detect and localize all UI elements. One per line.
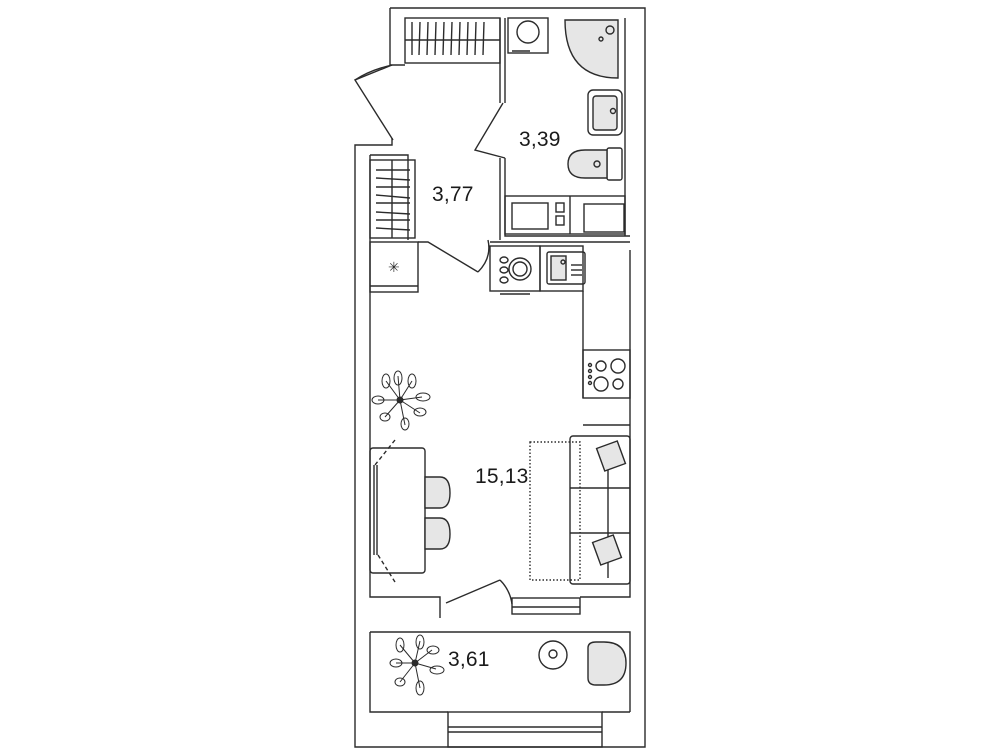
plant-living [371,370,431,431]
balcony-area-label: 3,61 [448,648,490,671]
balcony-furniture [538,640,627,686]
bathroom-sink [587,89,623,136]
outer-walls [354,7,646,748]
dining-table [369,439,451,583]
plant-balcony [389,634,445,696]
bathroom-counter [504,195,626,235]
hallway-wardrobe [369,159,416,239]
shower [564,19,619,79]
top-closet [404,17,501,64]
living-area-label: 15,13 [475,465,529,488]
washing-machine [507,17,549,54]
svg-text:✳: ✳ [388,260,400,276]
entry-door [353,64,394,141]
balcony-window [447,711,603,748]
toilet [567,147,623,181]
kitchen-counter [489,241,631,426]
fridge: ✳ [369,241,419,293]
sofa [529,435,631,585]
hallway-area-label: 3,77 [432,183,474,206]
bathroom-area-label: 3,39 [519,128,561,151]
balcony-door [445,579,581,615]
living-door [418,239,490,273]
